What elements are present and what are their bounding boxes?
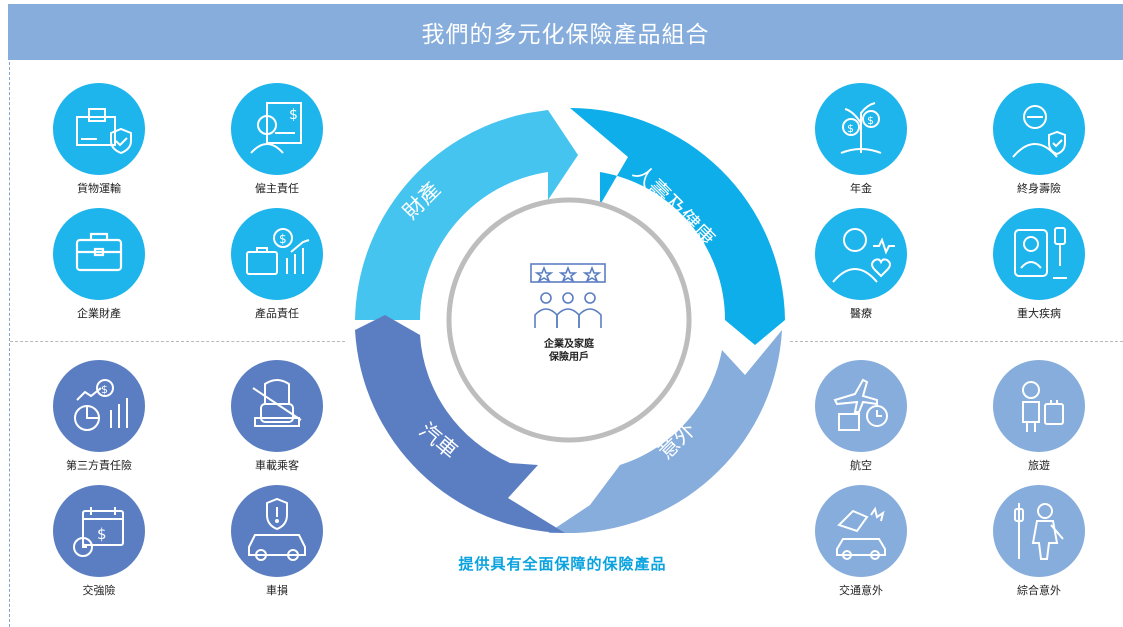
- employer-icon: $: [231, 83, 323, 175]
- segment-property: [355, 110, 578, 320]
- traffic-accident-label: 交通意外: [839, 584, 883, 597]
- product-aviation: 航空: [801, 360, 921, 473]
- tagline: 提供具有全面保障的保險產品: [458, 555, 667, 573]
- product-medical: 醫療: [801, 208, 921, 321]
- svg-text:$: $: [847, 122, 854, 135]
- svg-text:$: $: [867, 114, 874, 127]
- page-title: 我們的多元化保險產品組合: [421, 22, 710, 48]
- employer-label: 僱主責任: [255, 182, 299, 195]
- center-label-line1: 企業及家庭: [544, 339, 594, 350]
- product-employer: $ 僱主責任: [217, 83, 337, 196]
- product-third-party: $ 第三方責任險: [39, 360, 159, 473]
- product-liability-label: 產品責任: [255, 307, 299, 320]
- briefcase-icon: [53, 208, 145, 300]
- product-travel: 旅遊: [979, 360, 1099, 473]
- product-critical-illness: 重大疾病: [979, 208, 1099, 321]
- vehicle-damage-label: 車損: [266, 584, 288, 597]
- general-accident-label: 綜合意外: [1017, 584, 1061, 597]
- product-passengers: 車載乘客: [217, 360, 337, 473]
- cargo-label: 貨物運輸: [77, 182, 121, 195]
- product-product-liability: $ 產品責任: [217, 208, 337, 321]
- compulsory-label: 交強險: [82, 584, 116, 597]
- third-party-chart-icon: $: [53, 360, 145, 452]
- aviation-label: 航空: [850, 459, 872, 472]
- svg-text:$: $: [289, 107, 298, 123]
- elderly-shield-icon: [993, 83, 1085, 175]
- growth-briefcase-icon: $: [231, 208, 323, 300]
- right-horizontal-divider: [790, 341, 1123, 342]
- product-compulsory: $ 交強險: [39, 485, 159, 598]
- segment-accident: [548, 330, 782, 533]
- product-enterprise-property: 企業財產: [39, 208, 159, 321]
- car-shield-icon: [231, 485, 323, 577]
- hospital-bed-icon: [993, 208, 1085, 300]
- left-divider: [9, 62, 10, 627]
- medical-label: 醫療: [850, 307, 872, 320]
- users-review-icon: [530, 263, 606, 328]
- seatbelt-icon: [231, 360, 323, 452]
- product-vehicle-damage: 車損: [217, 485, 337, 598]
- car-crash-icon: [815, 485, 907, 577]
- enterprise-property-label: 企業財產: [77, 307, 121, 320]
- svg-text:$: $: [97, 525, 107, 543]
- product-general-accident: 綜合意外: [979, 485, 1099, 598]
- critical-illness-label: 重大疾病: [1017, 307, 1061, 320]
- passengers-label: 車載乘客: [255, 459, 299, 472]
- product-cargo: 貨物運輸: [39, 83, 159, 196]
- svg-text:$: $: [101, 383, 108, 396]
- injured-person-icon: [993, 485, 1085, 577]
- product-whole-life: 終身壽險: [979, 83, 1099, 196]
- segment-motor: [355, 315, 565, 533]
- center-circle: [446, 197, 692, 443]
- page-title-banner: 我們的多元化保險產品組合: [8, 4, 1123, 60]
- airplane-globe-icon: [815, 360, 907, 452]
- annuity-label: 年金: [850, 182, 872, 195]
- traveler-icon: [993, 360, 1085, 452]
- segment-life-health: [570, 108, 785, 345]
- center-label: 企業及家庭 保險用戶: [529, 338, 609, 364]
- center-label-line2: 保險用戶: [549, 352, 589, 363]
- third-party-label: 第三方責任險: [66, 459, 132, 472]
- doctor-heart-icon: [815, 208, 907, 300]
- product-traffic-accident: 交通意外: [801, 485, 921, 598]
- calendar-clock-icon: $: [53, 485, 145, 577]
- whole-life-label: 終身壽險: [1017, 182, 1061, 195]
- left-horizontal-divider: [10, 341, 345, 342]
- product-annuity: $$ 年金: [801, 83, 921, 196]
- svg-text:$: $: [279, 232, 287, 246]
- travel-label: 旅遊: [1028, 459, 1050, 472]
- cargo-icon: [53, 83, 145, 175]
- money-plant-icon: $$: [815, 83, 907, 175]
